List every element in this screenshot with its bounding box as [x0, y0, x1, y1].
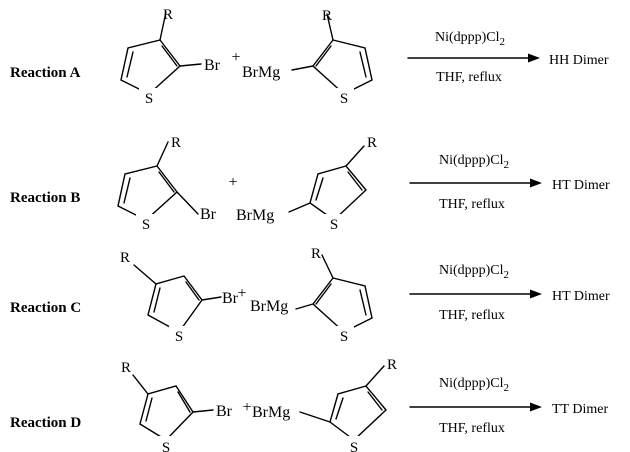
product-label: HT Dimer	[552, 289, 610, 304]
reaction-label: Reaction C	[10, 300, 81, 316]
reactant-2-molecule: S R BrMg	[250, 246, 373, 345]
conditions-label: THF, reflux	[439, 197, 505, 212]
reaction-b: Reaction B S R Br + S R BrMg Ni(dppp)Cl2	[10, 135, 610, 233]
bromo-group-label: Br	[222, 290, 239, 307]
reactant-1-molecule: S R Br	[120, 7, 221, 107]
sulfur-atom-label: S	[350, 440, 358, 452]
reactant-1-molecule: S R Br	[117, 135, 217, 233]
product-label: TT Dimer	[552, 402, 608, 417]
substituent-r-label: R	[121, 360, 131, 376]
reactant-1-molecule: S R Br	[120, 250, 239, 345]
catalyst-label: Ni(dppp)Cl2	[439, 376, 509, 394]
grignard-group-label: BrMg	[242, 64, 280, 81]
catalyst-label: Ni(dppp)Cl2	[435, 30, 505, 48]
substituent-r-label: R	[311, 246, 321, 262]
substituent-r-label: R	[367, 135, 377, 151]
plus-sign: +	[242, 399, 251, 416]
substituent-r-label: R	[163, 7, 173, 23]
plus-sign: +	[228, 174, 237, 191]
sulfur-atom-label: S	[162, 440, 170, 452]
bromo-group-label: Br	[200, 206, 217, 223]
sulfur-atom-label: S	[145, 91, 153, 107]
reaction-d: Reaction D S R Br + S R BrMg Ni(dppp)Cl2	[10, 357, 608, 452]
substituent-r-label: R	[387, 357, 397, 373]
product-label: HH Dimer	[549, 53, 609, 68]
conditions-label: THF, reflux	[436, 70, 502, 85]
reaction-label: Reaction D	[10, 415, 81, 431]
reaction-label: Reaction A	[10, 65, 81, 81]
reactant-2-molecule: S R BrMg	[242, 8, 373, 107]
sulfur-atom-label: S	[175, 329, 183, 345]
catalyst-label: Ni(dppp)Cl2	[439, 263, 509, 281]
reactant-2-molecule: S R BrMg	[236, 135, 377, 233]
grignard-group-label: BrMg	[236, 207, 274, 224]
reactant-2-molecule: S R BrMg	[252, 357, 397, 452]
conditions-label: THF, reflux	[439, 421, 505, 436]
product-label: HT Dimer	[552, 178, 610, 193]
substituent-r-label: R	[171, 135, 181, 151]
grignard-group-label: BrMg	[250, 298, 288, 315]
sulfur-atom-label: S	[340, 91, 348, 107]
grignard-group-label: BrMg	[252, 404, 290, 421]
sulfur-atom-label: S	[142, 217, 150, 233]
reaction-c: Reaction C S R Br + S R BrMg Ni(dppp)Cl2	[10, 246, 610, 345]
reaction-a: Reaction A S R Br + S R BrMg Ni(dppp)Cl2	[10, 7, 609, 107]
conditions-label: THF, reflux	[439, 308, 505, 323]
catalyst-label: Ni(dppp)Cl2	[439, 153, 509, 171]
sulfur-atom-label: S	[330, 217, 338, 233]
plus-sign: +	[237, 285, 246, 302]
substituent-r-label: R	[120, 250, 130, 266]
reaction-label: Reaction B	[10, 190, 80, 206]
sulfur-atom-label: S	[340, 329, 348, 345]
substituent-r-label: R	[322, 8, 332, 24]
bromo-group-label: Br	[204, 57, 221, 74]
bromo-group-label: Br	[216, 403, 233, 420]
plus-sign: +	[231, 49, 240, 66]
reactant-1-molecule: S R Br	[121, 360, 233, 452]
